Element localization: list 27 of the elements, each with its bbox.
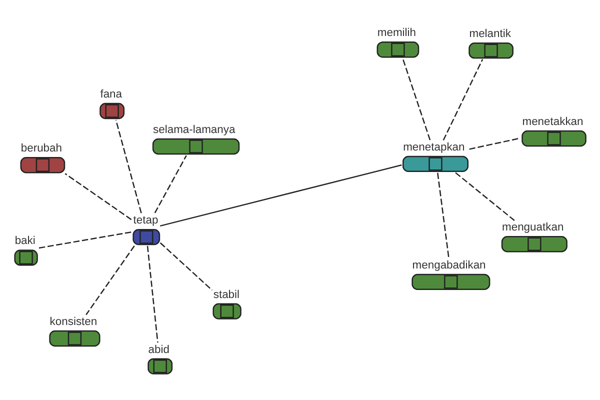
connector — [154, 154, 187, 213]
connector — [442, 58, 484, 140]
node-label: stabil — [213, 288, 240, 300]
connector — [455, 172, 515, 220]
connector — [64, 172, 132, 220]
node-label: tetap — [133, 214, 158, 226]
node-label: fana — [100, 88, 122, 100]
node-label: konsisten — [50, 316, 98, 328]
node-label: melantik — [469, 28, 511, 40]
node-label: menguatkan — [502, 221, 564, 234]
node-label: abid — [148, 343, 170, 356]
node-label: menetapkan — [403, 140, 465, 153]
connector — [437, 172, 450, 258]
connector — [469, 137, 520, 150]
node-label: menetakkan — [522, 116, 584, 128]
connector — [38, 231, 132, 248]
connector — [115, 119, 142, 213]
node-label: memilih — [377, 26, 416, 39]
connector — [86, 245, 135, 315]
connector — [160, 164, 402, 226]
connector — [402, 58, 431, 140]
node-label: berubah — [20, 142, 62, 154]
node-label: baki — [14, 234, 36, 247]
connector — [160, 242, 213, 290]
node-label: selama-lamanya — [153, 124, 236, 136]
node-label: mengabadikan — [412, 258, 486, 271]
connector — [146, 245, 158, 342]
